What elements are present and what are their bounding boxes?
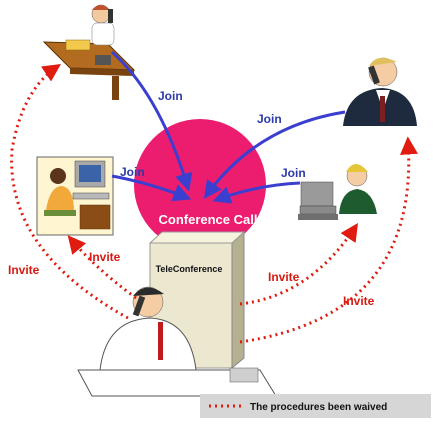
conference-circle bbox=[134, 119, 266, 251]
man-desk-bottom-icon bbox=[77, 286, 277, 397]
woman-computer-right-icon bbox=[298, 164, 377, 220]
man-phone-top-right-icon bbox=[343, 57, 417, 126]
teleconference-label: TeleConference bbox=[156, 264, 223, 274]
join-arrow-top bbox=[110, 50, 193, 192]
legend: The procedures been waived bbox=[200, 394, 431, 418]
legend-label: The procedures been waived bbox=[250, 402, 387, 413]
invite-label-far-right: Invite bbox=[343, 294, 375, 308]
invite-label-far-left: Invite bbox=[8, 263, 40, 277]
conference-call-label: Conference Call bbox=[159, 212, 258, 227]
person-desk-top-icon bbox=[42, 4, 136, 100]
join-label-top: Join bbox=[158, 89, 183, 103]
join-label-left: Join bbox=[120, 165, 145, 179]
invite-label-left: Invite bbox=[89, 250, 121, 264]
invite-label-right: Invite bbox=[268, 270, 300, 284]
join-label-top-right: Join bbox=[257, 112, 282, 126]
join-arrow-left bbox=[111, 174, 192, 202]
legend-box bbox=[200, 394, 431, 418]
woman-computer-left-icon bbox=[36, 156, 114, 236]
invite-arrow-to-top-right bbox=[239, 136, 418, 344]
invite-arrow-to-left bbox=[67, 235, 137, 300]
invite-arrow-to-right-woman bbox=[239, 222, 358, 306]
join-label-right: Join bbox=[281, 166, 306, 180]
invite-arrow-to-top bbox=[10, 64, 129, 320]
join-arrow-right bbox=[212, 181, 301, 204]
join-arrow-top-right bbox=[203, 110, 346, 199]
